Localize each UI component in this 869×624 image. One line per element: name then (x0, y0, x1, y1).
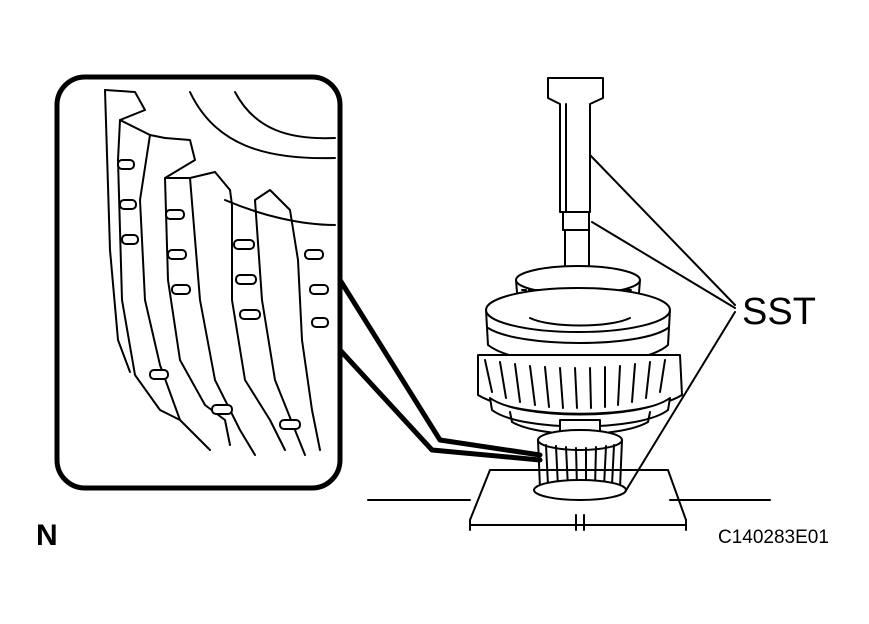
gear-assembly (367, 77, 771, 531)
sst-adapter (562, 211, 590, 231)
inset-leader-lines (337, 277, 543, 463)
sst-leader-lines (589, 154, 736, 493)
sst-label: SST (742, 291, 816, 333)
press-ram (547, 77, 604, 213)
detail-inset (54, 74, 343, 491)
figure-code-label: C140283E01 (718, 527, 829, 548)
north-label: N (36, 519, 58, 552)
